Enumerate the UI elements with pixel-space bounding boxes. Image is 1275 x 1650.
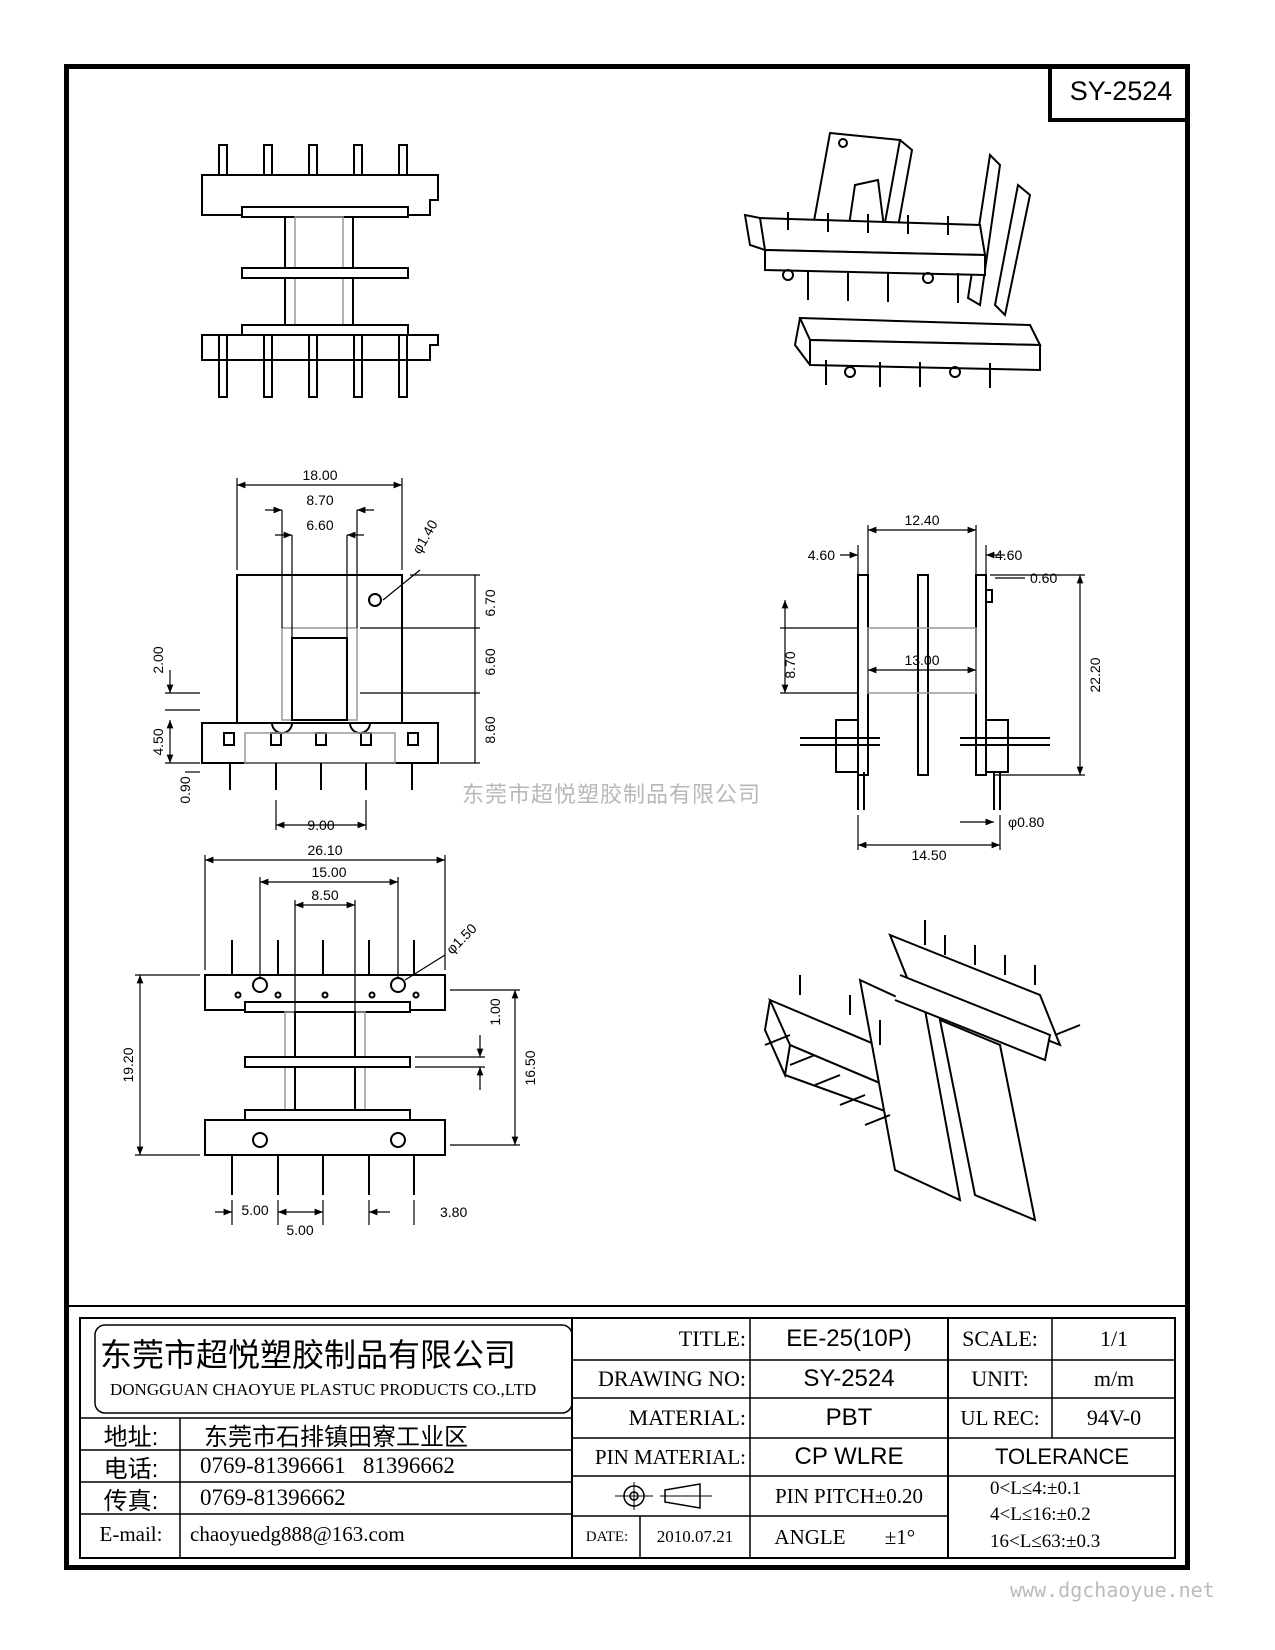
title-value: EE-25(10P) — [786, 1325, 912, 1352]
drawing-no-label: DRAWING NO: — [598, 1366, 746, 1391]
drawing-frame — [64, 64, 1190, 1570]
dim-2610: 26.10 — [307, 842, 342, 858]
date-value: 2010.07.21 — [656, 1527, 734, 1546]
ul-label: UL REC: — [960, 1405, 1040, 1430]
watermark: 东莞市超悦塑胶制品有限公司 — [462, 782, 762, 807]
dim-450: 4.50 — [150, 728, 166, 755]
fax-label: 传真: — [103, 1487, 159, 1515]
dim-1920: 19.20 — [120, 1047, 136, 1082]
dim-pin-080: φ0.80 — [1008, 814, 1045, 830]
pin-pitch: PIN PITCH±0.20 — [774, 1483, 924, 1508]
dim-1650: 16.50 — [522, 1050, 538, 1085]
pin-material-value: CP WLRE — [794, 1443, 904, 1470]
dim-1500: 15.00 — [311, 864, 346, 880]
dim-460-right: 4.60 — [995, 547, 1022, 563]
material-value: PBT — [825, 1404, 873, 1431]
email-value[interactable]: chaoyuedg888@163.com — [190, 1521, 405, 1546]
dim-670: 6.70 — [482, 589, 498, 616]
dim-380: 3.80 — [440, 1204, 467, 1220]
company-name-en: DONGGUAN CHAOYUE PLASTUC PRODUCTS CO.,LT… — [110, 1380, 537, 1399]
ul-value: 94V-0 — [1086, 1405, 1142, 1430]
dim-850: 8.50 — [311, 887, 338, 903]
dim-top-870: 8.70 — [306, 492, 333, 508]
dim-460-left: 4.60 — [808, 547, 835, 563]
dim-top-width: 18.00 — [302, 467, 337, 483]
dim-2220: 22.20 — [1087, 657, 1103, 692]
dim-900: 9.00 — [307, 817, 334, 833]
isometric-view-top — [743, 131, 1042, 388]
angle-label: ANGLE — [774, 1524, 846, 1549]
website-link[interactable]: www.dgchaoyue.net — [1010, 1578, 1215, 1602]
dim-870: 8.70 — [782, 651, 798, 678]
dim-860: 8.60 — [482, 716, 498, 743]
email-label: E-mail: — [99, 1521, 163, 1546]
side-view — [800, 574, 1050, 810]
scale-value: 1/1 — [1099, 1326, 1129, 1351]
scale-label: SCALE: — [962, 1326, 1038, 1351]
bottom-view — [204, 940, 446, 1195]
dim-pitch-500b: 5.00 — [286, 1222, 313, 1238]
tolerance-label: TOLERANCE — [994, 1444, 1130, 1469]
address-value: 东莞市石排镇田寮工业区 — [204, 1423, 468, 1451]
dim-200: 2.00 — [150, 646, 166, 673]
pin-material-label: PIN MATERIAL: — [594, 1444, 746, 1469]
tolerance-line-3: 16<L≤63:±0.3 — [990, 1531, 1101, 1552]
dim-1300: 13.00 — [904, 652, 939, 668]
angle-value: ±1° — [884, 1524, 916, 1549]
unit-label: UNIT: — [971, 1366, 1029, 1391]
title-label: TITLE: — [678, 1326, 746, 1351]
dim-hole-140: φ1.40 — [409, 517, 441, 557]
material-label: MATERIAL: — [628, 1405, 746, 1430]
fax-value: 0769-81396662 — [200, 1485, 346, 1510]
phone-value: 0769-81396661 81396662 — [200, 1453, 455, 1478]
company-name-cn: 东莞市超悦塑胶制品有限公司 — [100, 1337, 517, 1373]
dim-100: 1.00 — [487, 998, 503, 1025]
phone-label: 电话: — [103, 1455, 159, 1483]
dim-pitch-500a: 5.00 — [241, 1202, 268, 1218]
tolerance-line-1: 0<L≤4:±0.1 — [990, 1478, 1082, 1499]
front-view-top — [201, 144, 439, 398]
unit-value: m/m — [1093, 1366, 1135, 1391]
drawing-no-value: SY-2524 — [803, 1365, 895, 1392]
dim-060: 0.60 — [1030, 570, 1057, 586]
date-label: DATE: — [585, 1528, 629, 1545]
isometric-view-bottom — [763, 920, 1081, 1222]
dim-1240: 12.40 — [904, 512, 939, 528]
dim-090: 0.90 — [177, 776, 193, 803]
dim-hole-150: φ1.50 — [443, 920, 480, 957]
drawing-code-box: SY-2524 — [1048, 64, 1190, 122]
dim-1450: 14.50 — [911, 847, 946, 863]
dim-660: 6.60 — [482, 648, 498, 675]
top-view-middle — [201, 574, 439, 790]
tolerance-line-2: 4<L≤16:±0.2 — [990, 1504, 1091, 1525]
address-label: 地址: — [103, 1423, 159, 1451]
dim-top-660: 6.60 — [306, 517, 333, 533]
